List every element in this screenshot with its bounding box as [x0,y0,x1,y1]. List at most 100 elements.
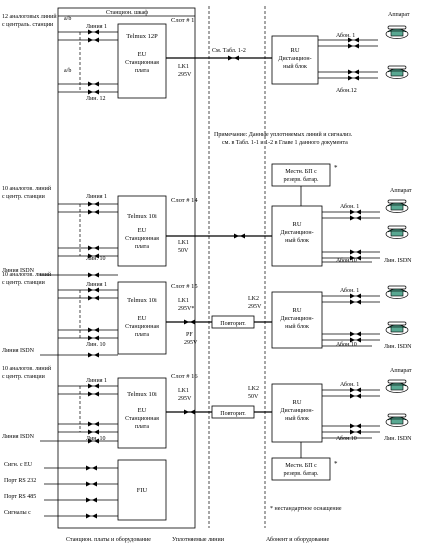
fiu-block: Сигн. с EU Порт RS 232 Порт RS 485 Сигна… [4,459,167,521]
block1-link-note: См. Табл. 1-2 [212,47,246,54]
block4-eu-name: Telmux 10i [127,391,157,398]
phone-icon [385,199,409,213]
block1-eu-board [117,23,167,99]
block1-line-first: Линия 1 [86,24,107,30]
block1-line-last: Лин. 12 [86,96,106,102]
phone-icon [385,321,409,335]
block3-lk1-2: 295V* [178,306,194,312]
block1-ru-label-2: Дистанцион- [278,56,311,62]
block3-sub-first: Абон. 1 [340,287,359,294]
footer-lines: Уплотняемые линии [172,537,225,543]
block2-lk-1: LK1 [178,240,189,246]
block3-line-last: Лин. 10 [86,342,106,348]
block3-ru-label-1: RU [292,307,301,314]
block4-eu-board [117,377,167,449]
block4-lk1-1: LK1 [178,388,189,394]
block3-eu-name: Telmux 10i [127,297,157,304]
block2-ru-unit [271,205,323,267]
block1-sub-last: Абон.12 [336,87,357,94]
block1-slot: Слот # 1 [171,17,194,24]
block2-sub-last: Абон.10 [336,257,357,264]
block3-lk2-2: 295V [248,304,262,310]
block-3: 10 аналогов. линий с центр. станции Лини… [2,271,412,358]
block3-isdn-sub: Лин. ISDN [384,344,412,350]
block-2: 10 аналогов. линий с центр. станции Лини… [2,185,412,278]
block4-eu-label-2: Станционная [125,416,159,422]
block-1: 12 аналоговых линий с централь. станции … [2,12,410,102]
block4-repeater-label: Повторит. [220,411,246,417]
block3-pf-1: PF [186,332,193,338]
block2-isdn-sub: Лин. ISDN [384,258,412,264]
block4-source-line1: 10 аналогов. линий [2,365,52,372]
block3-line-first: Линия 1 [86,282,107,288]
block4-eu-label-3: плата [135,424,149,430]
block4-ru-unit [271,383,323,443]
block2-ru-label-3: ный блок [285,237,309,244]
block3-eu-label-1: EU [138,315,147,322]
block2-lk-2: 50V [178,248,189,254]
phone-icon [385,379,409,393]
power-top-line2: резерв. батар. [283,176,319,183]
block2-slot: Слот # 14 [171,197,198,204]
block3-eu-board [117,281,167,355]
block1-source-line2: с централь. станции [2,22,54,28]
block3-ru-unit [271,291,323,349]
block4-sub-first: Абон. 1 [340,381,359,388]
phone-icon [385,413,409,427]
note-line-2: см. в Табл. 1-1 и 1-2 в Главе 1 данного … [222,139,348,146]
block3-lk2-1: LK2 [248,296,259,302]
block4-sub-last: Абон.10 [336,435,357,442]
block4-lk2-2: 50V [248,394,259,400]
fiu-port-rs232: Порт RS 232 [4,478,36,484]
block-4: 10 аналогов. линий с центр. станции Лини… [2,365,412,449]
block2-line-last: Лин. 10 [86,256,106,262]
block1-source-line1: 12 аналоговых линий [2,13,57,20]
block1-lk-1: LK1 [178,64,189,70]
block1-eu-label-3: плата [135,68,149,74]
phone-icon [385,225,409,239]
block1-eu-label-1: EU [138,51,147,58]
fiu-signal-eu: Сигн. с EU [4,462,33,468]
block2-eu-label-2: Станционная [125,236,159,242]
block4-line-last: Лин. 10 [86,436,106,442]
block2-line-first: Линия 1 [86,194,107,200]
block3-slot: Слот # 15 [171,283,198,290]
block1-ab-bottom: a/b [64,68,71,74]
block3-ru-label-2: Дистанцион- [280,316,313,322]
block1-lk-2: 295V [178,72,192,78]
block2-ru-label-2: Дистанцион- [280,230,313,236]
block3-sub-last: Абон.10 [336,341,357,348]
phone-icon [385,285,409,299]
block3-eu-label-3: плата [135,332,149,338]
block2-eu-board [117,195,167,267]
block4-ru-label-3: ный блок [285,415,309,422]
block2-eu-name: Telmux 10i [127,213,157,220]
block3-eu-label-2: Станционная [125,324,159,330]
fiu-port-rs485: Порт RS 485 [4,494,36,500]
block2-eu-label-3: плата [135,244,149,250]
fiu-board [117,459,167,521]
block2-phone-label: Аппарат [390,188,412,194]
block3-pf-2: 295V [184,340,198,346]
power-bottom-line1: Местн. БП с [285,463,317,469]
block3-repeater-label: Повторит. [220,321,246,327]
block4-lk1-2: 295V [178,396,192,402]
block2-sub-first: Абон. 1 [340,203,359,210]
block4-slot: Слот # 16 [171,373,198,380]
power-top-asterisk: * [334,164,338,172]
block4-source-line2: с центр. станции [2,374,46,380]
block1-phone-label: Аппарат [388,12,410,18]
power-bottom-line2: резерв. батар. [283,470,319,477]
block3-source-line2: с центр. станции [2,280,46,286]
block2-source-line2: с центр. станции [2,194,46,200]
block3-isdn: Линия ISDN [2,348,35,354]
block4-phone-label: Аппарат [390,368,412,374]
block3-source-line1: 10 аналогов. линий [2,271,52,278]
note-line-1: Примечание: Данные уплотняемых линий и с… [214,131,353,138]
power-top-line1: Местн. БП с [285,169,317,175]
block1-sub-first: Абон. 1 [336,32,355,39]
block1-ab-top: a/b [64,16,71,22]
block4-ru-label-1: RU [292,399,301,406]
block2-ru-label-1: RU [292,221,301,228]
